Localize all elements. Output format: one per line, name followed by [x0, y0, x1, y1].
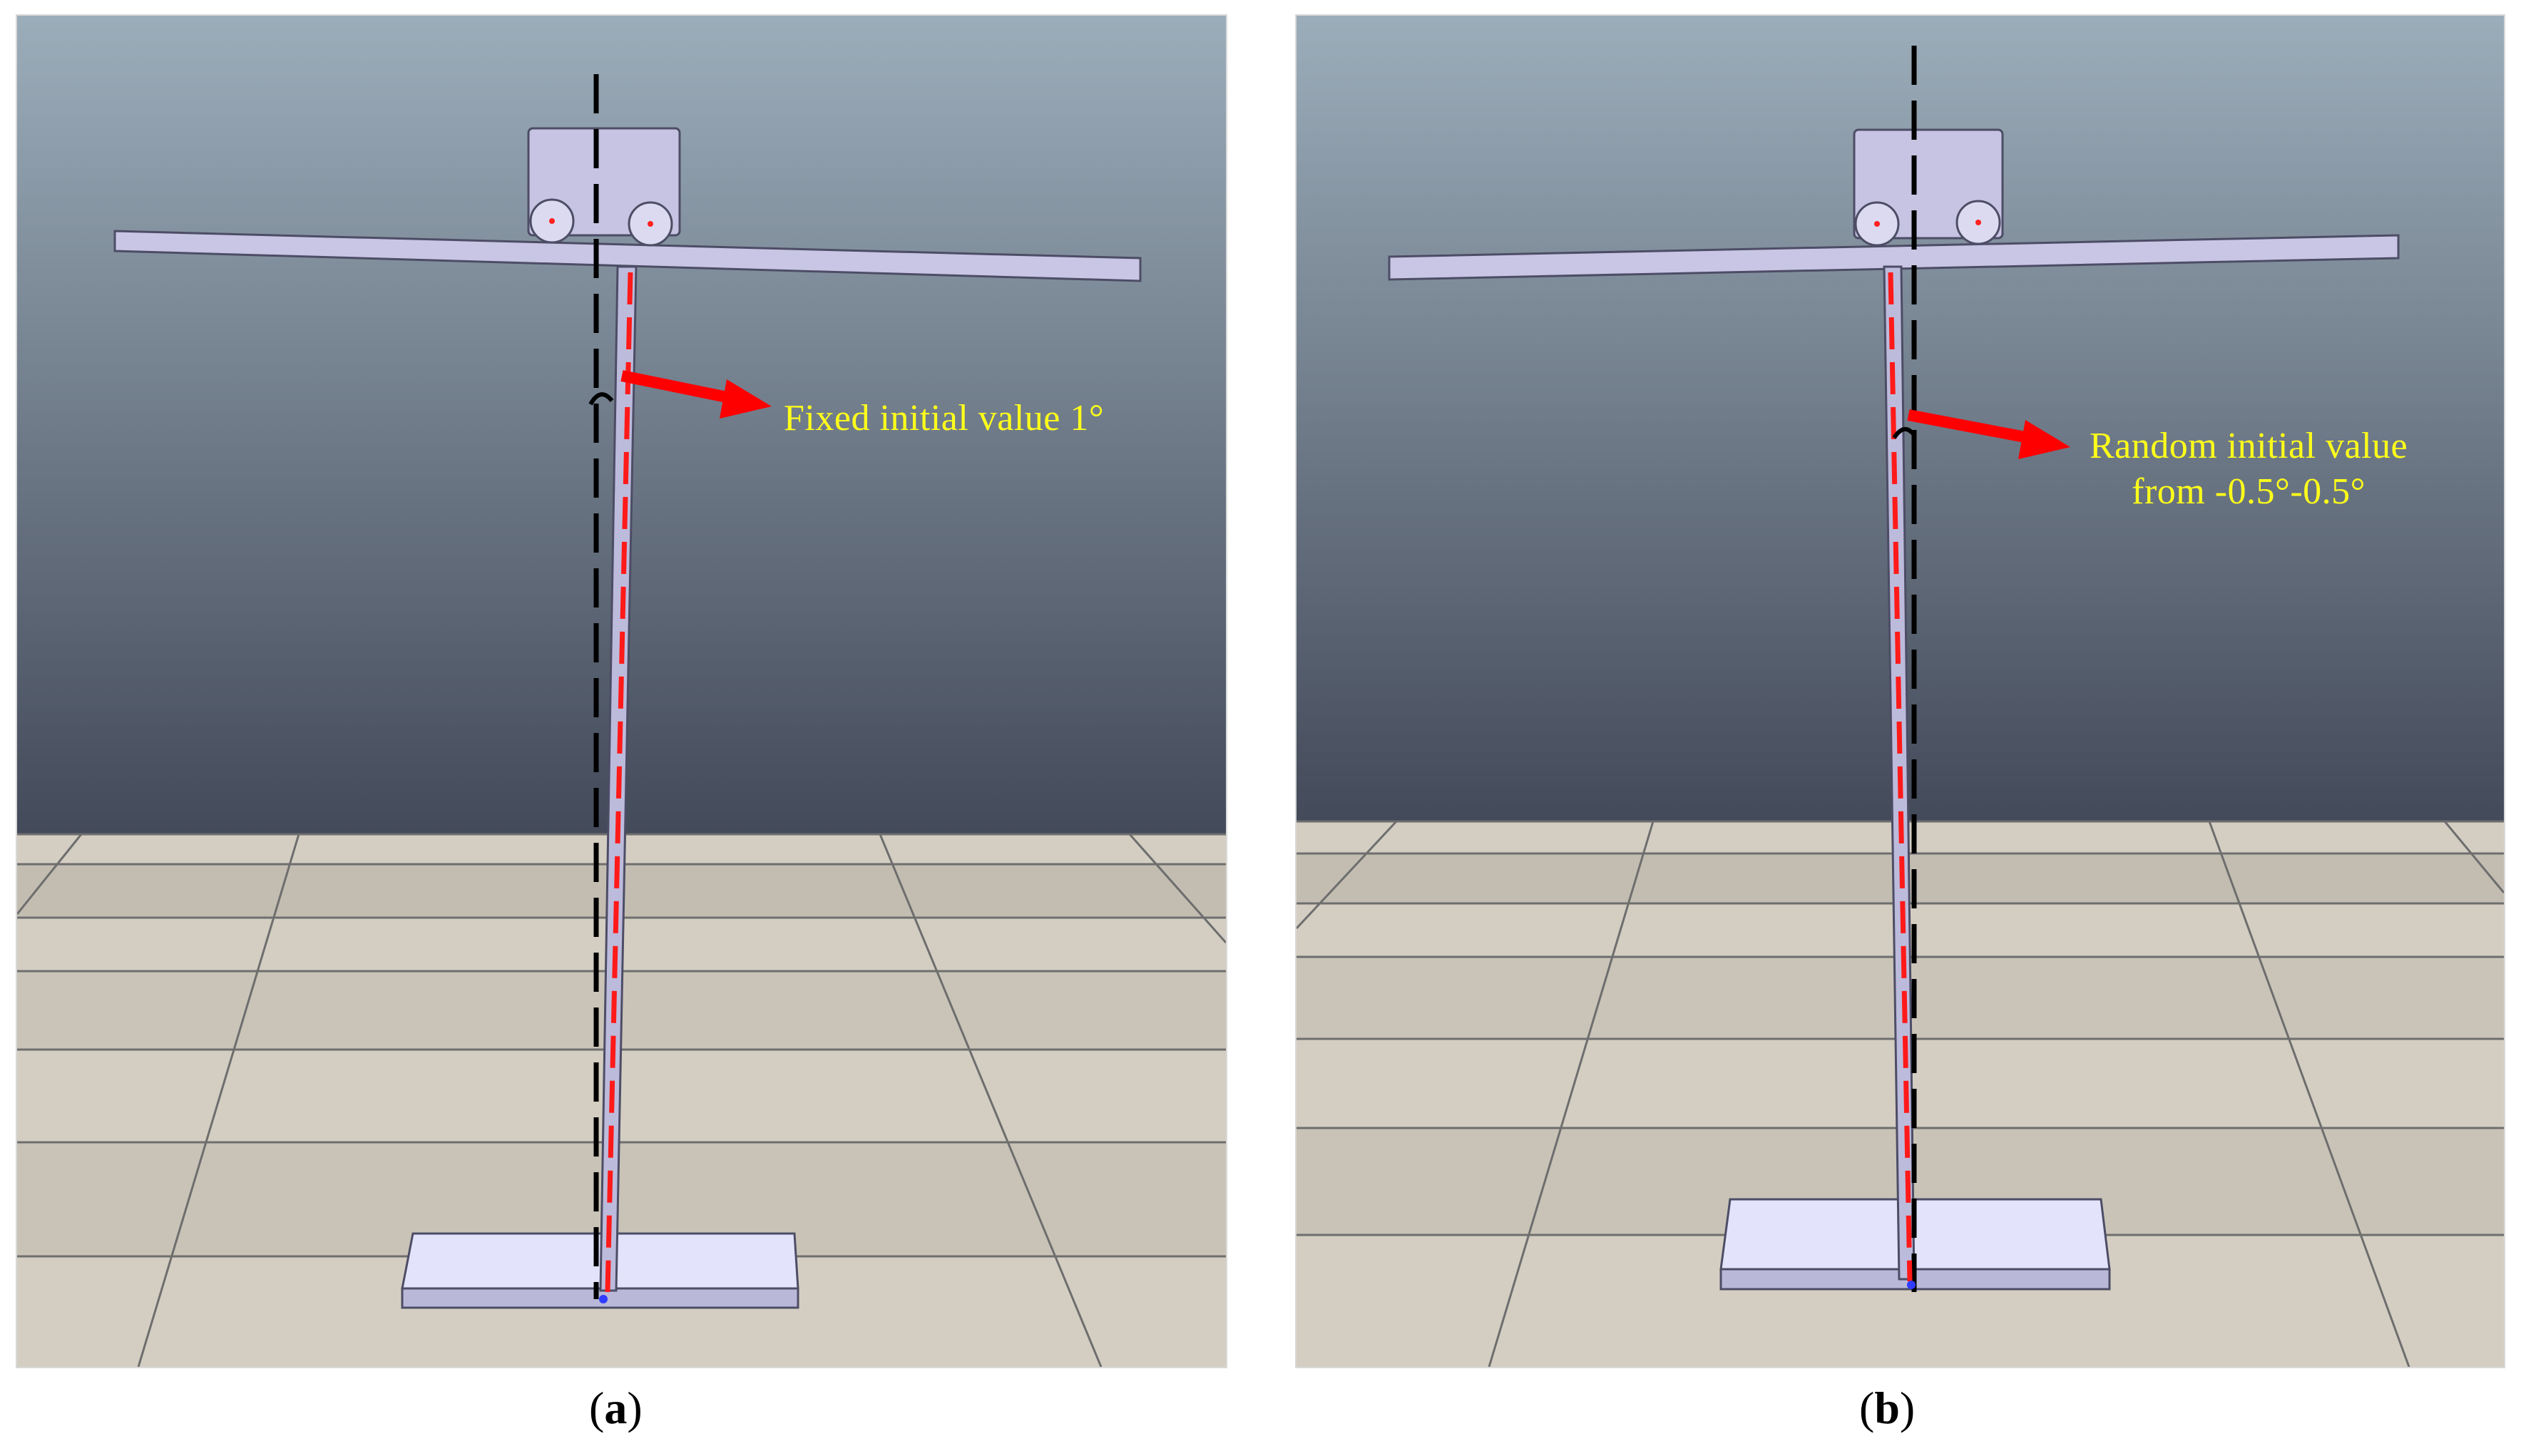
cart-icon [1853, 128, 2004, 247]
panel-b-scene [1297, 16, 2504, 1367]
caption-open-paren: ( [589, 1383, 605, 1433]
track-beam [1388, 234, 2400, 281]
caption-letter: b [1874, 1383, 1900, 1433]
pivot-dot [1907, 1281, 1916, 1289]
caption-a: (a) [589, 1380, 643, 1437]
pivot-dot [599, 1295, 608, 1303]
annotation-fixed-initial-value: Fixed initial value 1° [784, 398, 1105, 439]
pole-dashed-line [605, 272, 633, 1293]
pole-dashed-line [1888, 272, 1913, 1282]
caption-close-paren: ) [627, 1383, 643, 1433]
pointer-arrow-icon [620, 370, 772, 419]
track-beam [113, 230, 1142, 282]
pointer-arrow-icon [1907, 409, 2070, 459]
caption-close-paren: ) [1899, 1383, 1916, 1433]
panel-b: Random initial value from -0.5°-0.5° [1295, 14, 2505, 1368]
panel-a: Fixed initial value 1° [16, 14, 1227, 1368]
caption-b: (b) [1859, 1380, 1915, 1437]
caption-open-paren: ( [1859, 1383, 1875, 1433]
annotation-line-2: from -0.5°-0.5° [2132, 471, 2366, 512]
caption-letter: a [604, 1383, 628, 1433]
panel-a-scene [17, 16, 1226, 1367]
annotation-random-initial-value: Random initial value from -0.5°-0.5° [2090, 424, 2408, 515]
cart-icon [527, 127, 681, 247]
angle-arc-icon [588, 392, 614, 406]
angle-arc-icon [1892, 427, 1916, 439]
annotation-line-1: Random initial value [2090, 426, 2408, 466]
